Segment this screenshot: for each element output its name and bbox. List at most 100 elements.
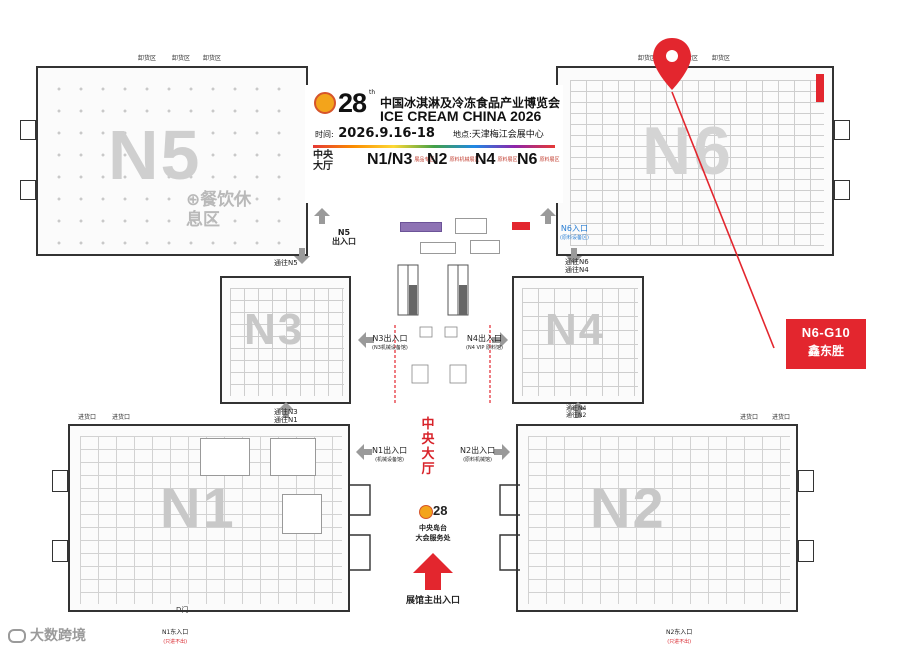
watermark-text: 大数跨境 bbox=[30, 628, 86, 644]
zone-name: N4 bbox=[475, 151, 496, 168]
highlight-booth-callout[interactable]: N6-G10 鑫东胜 bbox=[786, 319, 866, 369]
zone-sub: 展品专区 bbox=[414, 157, 435, 164]
n6-side-door-right bbox=[834, 120, 850, 140]
n5-side-door-left-2 bbox=[20, 180, 36, 200]
goods-in-label: 进货口 bbox=[112, 414, 131, 421]
dining-icon: ⊕ bbox=[186, 190, 201, 210]
n2-side-door bbox=[798, 470, 814, 492]
title-cn: 中国冰淇淋及冷冻食品产业博览会 bbox=[380, 96, 561, 110]
service-line2: 大会服务处 bbox=[415, 534, 451, 542]
zone-sub: 原料机械展区 bbox=[449, 157, 480, 164]
n2-entry-text: N2出入口 bbox=[460, 446, 496, 455]
dock-label: 卸货区 bbox=[638, 55, 657, 62]
date-value: 2026.9.16-18 bbox=[338, 126, 435, 141]
title-en: ICE CREAM CHINA 2026 bbox=[380, 108, 542, 124]
n4-entry-sub: (N4 VIP 原料馆) bbox=[466, 345, 503, 352]
event-venue: 地点:天津梅江会展中心 bbox=[453, 127, 544, 140]
hall-n5-dining-label: ⊕餐饮休息区 bbox=[186, 190, 266, 231]
watermark: 大数跨境 bbox=[8, 625, 86, 645]
zone-name: N1/N3 bbox=[367, 151, 413, 168]
service-edition: 28 bbox=[433, 503, 448, 518]
n3-entry-label: N3出入口 (N3机械设备馆) bbox=[372, 334, 408, 352]
dock-label: 卸货区 bbox=[203, 55, 222, 62]
central-booth bbox=[420, 242, 456, 254]
n5-pass-label: 通往N5 bbox=[274, 259, 298, 267]
n3-entry-sub: (N3机械设备馆) bbox=[372, 345, 408, 352]
n1-entry-label: N1出入口 (机械设备馆) bbox=[372, 446, 407, 464]
edition-number: 28 bbox=[338, 88, 367, 118]
n5-entry-label: N5 出入口 bbox=[332, 228, 356, 247]
goods-in-label: 进货口 bbox=[772, 414, 791, 421]
highlight-exhibitor: 鑫东胜 bbox=[807, 344, 844, 358]
n6-side-door-right-2 bbox=[834, 180, 850, 200]
venue-value: 天津梅江会展中心 bbox=[471, 130, 544, 140]
n1-side-door bbox=[52, 470, 68, 492]
goods-in-label: 进货口 bbox=[740, 414, 759, 421]
hall-n5-sub: 餐饮休息区 bbox=[186, 190, 252, 231]
zone-name: 中央大厅 bbox=[313, 150, 333, 172]
zone-sub: 原料展区 bbox=[497, 157, 518, 164]
central-booth bbox=[455, 218, 487, 234]
n1-side-entry-text: N1东入口 bbox=[162, 629, 189, 636]
title-colorbar bbox=[313, 145, 555, 148]
central-stairs bbox=[394, 264, 491, 405]
zone-legend-central: 中央大厅 bbox=[313, 150, 333, 172]
edition-suffix: th bbox=[369, 89, 376, 96]
n6-highlight-booth[interactable] bbox=[816, 74, 824, 102]
dock-label: 卸货区 bbox=[172, 55, 191, 62]
n2-entry-label: N2出入口 (原料机械馆) bbox=[460, 446, 495, 464]
service-logo-icon bbox=[419, 505, 433, 519]
n3-pass-label: 通往N3 通往N1 bbox=[274, 408, 298, 425]
n1-entry-sub: (机械设备馆) bbox=[375, 457, 404, 464]
exhibition-title-card: 28 th 中国冰淇淋及冷冻食品产业博览会 ICE CREAM CHINA 20… bbox=[305, 85, 563, 203]
central-booth-purple bbox=[400, 222, 442, 232]
event-date: 时间: 2026.9.16-18 bbox=[315, 126, 435, 141]
central-booth bbox=[470, 240, 500, 254]
n2-entry-sub: (原料机械馆) bbox=[463, 457, 492, 464]
n1-side-door-2 bbox=[52, 540, 68, 562]
date-label: 时间: bbox=[315, 130, 334, 139]
n4-pass-label: 通往N4 通往N2 bbox=[566, 405, 587, 419]
n6-entry-label: N6入口 (原料设备区) bbox=[560, 224, 589, 242]
n1-n2-connectors bbox=[350, 484, 520, 571]
n1-large-booth bbox=[282, 494, 322, 534]
n4-entry-text: N4出入口 bbox=[466, 334, 502, 343]
central-hall-label: 中央大厅 bbox=[421, 417, 435, 477]
service-desk: 28 中央岛台 大会服务处 bbox=[403, 503, 463, 543]
central-booth-red bbox=[512, 222, 530, 230]
d-gate-label: D门 bbox=[176, 606, 189, 614]
zone-name: N6 bbox=[517, 151, 538, 168]
n1-large-booth bbox=[270, 438, 316, 476]
n1-side-entry-sub: (只进不出) bbox=[163, 638, 188, 645]
n2-side-entry-text: N2东入口 bbox=[666, 629, 693, 636]
n6-entry-sub: (原料设备区) bbox=[560, 235, 589, 242]
service-line1: 中央岛台 bbox=[419, 524, 447, 532]
n1-side-entry-label: N1东入口 (只进不出) bbox=[162, 628, 188, 646]
n5-side-door-left bbox=[20, 120, 36, 140]
n3-entry-text: N3出入口 bbox=[372, 334, 408, 343]
n1-entry-text: N1出入口 bbox=[372, 446, 408, 455]
location-pin-icon bbox=[653, 38, 691, 90]
highlight-booth-number: N6-G10 bbox=[801, 325, 851, 340]
n1-large-booth bbox=[200, 438, 250, 476]
dock-label: 卸货区 bbox=[712, 55, 731, 62]
n2-side-door-2 bbox=[798, 540, 814, 562]
dock-label: 卸货区 bbox=[138, 55, 157, 62]
exhibition-logo-icon bbox=[314, 92, 336, 114]
goods-in-label: 进货口 bbox=[78, 414, 97, 421]
watermark-logo-icon bbox=[8, 629, 26, 643]
zone-name: N2 bbox=[427, 151, 448, 168]
n2-side-entry-sub: (只进不出) bbox=[667, 638, 692, 645]
n2-side-entry-label: N2东入口 (只进不出) bbox=[666, 628, 692, 646]
n6-pass-label: 通往N6 通往N4 bbox=[565, 258, 589, 275]
n4-entry-label: N4出入口 (N4 VIP 原料馆) bbox=[466, 334, 503, 352]
n6-entry-text: N6入口 bbox=[560, 224, 588, 233]
zone-sub: 原料展区 bbox=[539, 157, 560, 164]
venue-label: 地点: bbox=[453, 130, 472, 139]
